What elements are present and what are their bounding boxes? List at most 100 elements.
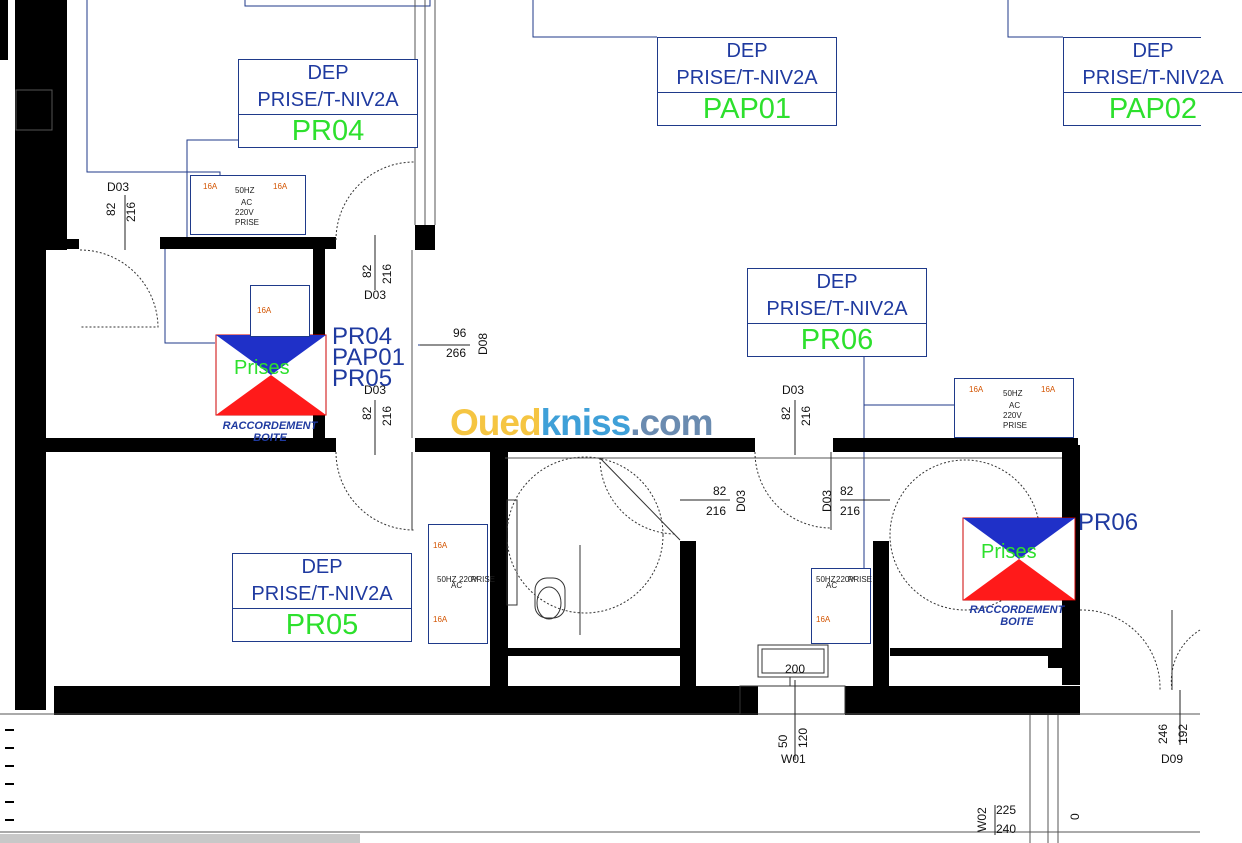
door-height: 216 [124, 201, 138, 222]
socket-text: AC [826, 581, 838, 590]
socket-text: PRISE [848, 575, 873, 584]
door-height: 216 [706, 504, 727, 518]
junction-tag: PR06 [1078, 509, 1139, 536]
socket-text: PRISE [1003, 421, 1028, 430]
door-width: 82 [104, 202, 118, 216]
label-pr05-line1: DEP [301, 556, 343, 578]
door-height: 216 [380, 405, 394, 426]
socket-text: 50HZ [437, 575, 457, 584]
door-code: D03 [364, 383, 387, 397]
label-pr05: DEP PRISE/T-NIV2A PR05 [232, 553, 412, 642]
walls [0, 0, 1080, 715]
junction-tag: PR04 [332, 323, 393, 350]
junction-box-right [962, 517, 1076, 601]
watermark-logo: Ouedkniss.com [450, 402, 714, 444]
socket-text: 50HZ [235, 186, 255, 195]
socket-text: AC [1009, 401, 1021, 410]
bottom-scrollbar[interactable] [0, 834, 360, 843]
label-pr06: DEP PRISE/T-NIV2A PR06 [747, 268, 927, 357]
label-pap01-code: PAP01 [658, 92, 836, 125]
junction-tag: PR05 [332, 365, 393, 392]
junction-racc-label: RACCORDEMENT BOITE [952, 604, 1082, 628]
door-code: D03 [364, 288, 387, 302]
junction-box-left [215, 334, 327, 416]
window-height: 120 [796, 727, 810, 748]
socket-symbol-top-left: 16A 50HZ AC 220V PRISE 16A [190, 175, 306, 235]
socket-text: 50HZ [1003, 389, 1023, 398]
door-height: 266 [446, 346, 467, 360]
label-pr06-line1: DEP [816, 271, 858, 293]
door-height: 192 [1176, 723, 1190, 744]
door-leaves [411, 452, 1173, 690]
door-height: 216 [380, 263, 394, 284]
door-width: 82 [360, 406, 374, 420]
label-pap02-line2: PRISE/T-NIV2A [1082, 67, 1224, 89]
window-height: 240 [996, 822, 1017, 836]
junction-racc-label: RACCORDEMENT BOITE [205, 420, 335, 444]
socket-symbol-left-room: 16A [250, 285, 310, 337]
label-pap01-line1: DEP [726, 40, 768, 62]
socket-text: PRISE [471, 575, 496, 584]
socket-text: 220V [235, 208, 254, 217]
socket-symbol-top-right: 16A 50HZ AC 220V PRISE 16A [954, 378, 1074, 438]
junction-tag: PAP01 [332, 344, 405, 371]
thin-lines [0, 0, 1200, 843]
window-code: W01 [781, 752, 806, 766]
door-width: 246 [1156, 723, 1170, 744]
window-width: 50 [776, 734, 790, 748]
junction-prises-label: Prises [981, 541, 1037, 563]
window-sill: 0 [1068, 813, 1082, 820]
label-pr04-code: PR04 [239, 114, 417, 147]
door-code: D03 [782, 383, 805, 397]
door-code: D03 [734, 489, 748, 512]
socket-rating: 16A [1041, 385, 1056, 394]
wc-fixture [506, 499, 581, 635]
watermark-part: kniss [540, 402, 632, 443]
label-pap01-line2: PRISE/T-NIV2A [676, 67, 818, 89]
socket-text: AC [241, 198, 253, 207]
junction-prises-label: Prises [234, 357, 290, 379]
door-code: D09 [1161, 752, 1184, 766]
window-code: W02 [975, 807, 989, 832]
label-pr04-line2: PRISE/T-NIV2A [257, 89, 399, 111]
door-width: 82 [840, 484, 854, 498]
label-pap02-line1: DEP [1132, 40, 1174, 62]
watermark-part: Oued [450, 402, 542, 443]
window-width: 225 [996, 803, 1017, 817]
label-pr06-code: PR06 [748, 323, 926, 356]
door-code: D03 [820, 489, 834, 512]
socket-text: 220V [459, 575, 478, 584]
socket-symbol-toilet: PRISE 220V AC 50HZ 16A [811, 568, 873, 644]
socket-rating: 16A [203, 182, 218, 191]
door-width: 82 [779, 406, 793, 420]
label-pr04: DEP PRISE/T-NIV2A PR04 [238, 59, 418, 148]
racc-text: RACCORDEMENT [969, 604, 1065, 616]
socket-rating: 16A [969, 385, 984, 394]
door-height: 216 [840, 504, 861, 518]
watermark-part: .com [630, 402, 713, 443]
label-pr04-line1: DEP [307, 62, 349, 84]
socket-text: 220V [1003, 411, 1022, 420]
socket-rating: 16A [816, 615, 831, 624]
label-pap02-code: PAP02 [1064, 92, 1242, 125]
label-pap01: DEP PRISE/T-NIV2A PAP01 [657, 37, 837, 126]
door-code: D03 [107, 180, 130, 194]
dimension-lines [124, 195, 1181, 835]
door-width: 82 [360, 264, 374, 278]
socket-rating: 16A [433, 541, 448, 550]
label-pap02: DEP PRISE/T-NIV2A PAP02 [1063, 37, 1242, 126]
door-height: 216 [799, 405, 813, 426]
boite-text: BOITE [1000, 616, 1034, 628]
door-width: 96 [453, 326, 467, 340]
door-code: D08 [476, 332, 490, 355]
racc-text: RACCORDEMENT [222, 420, 318, 432]
socket-text: PRISE [235, 218, 260, 227]
door-width: 82 [713, 484, 727, 498]
label-pr05-line2: PRISE/T-NIV2A [251, 583, 393, 605]
socket-rating: 16A [273, 182, 288, 191]
socket-text: AC [451, 581, 463, 590]
label-pr06-line2: PRISE/T-NIV2A [766, 298, 908, 320]
sink-width: 200 [785, 662, 806, 676]
edge-ticks [5, 729, 14, 821]
floor-plan [0, 0, 1201, 843]
